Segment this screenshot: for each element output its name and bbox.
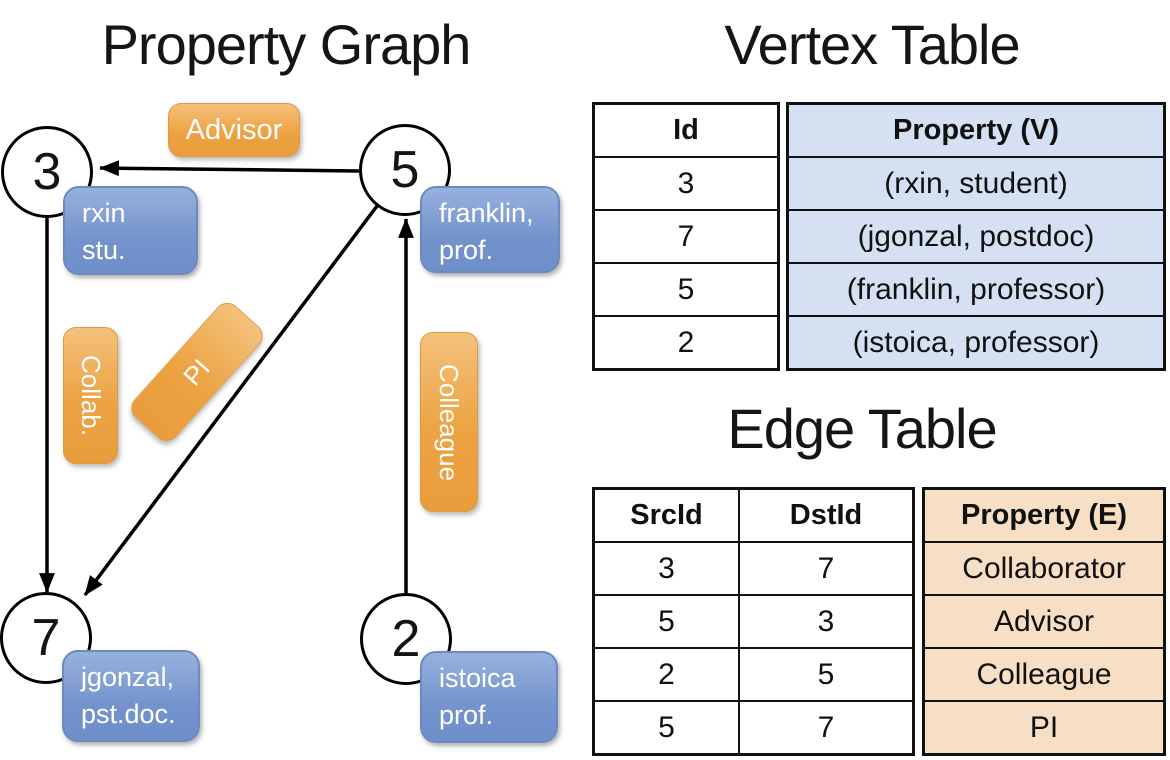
node-id: 7 [31,609,61,667]
table-cell: Colleague [925,647,1163,700]
property-graph-title: Property Graph [101,13,472,76]
edge-table-title: Edge Table [727,397,997,460]
graph-node-5: 5 [359,124,451,216]
column-header-dstid: DstId [789,499,863,531]
node-id: 5 [390,141,420,199]
edge-table-property-column: Property (E) Collaborator Advisor Collea… [922,487,1166,756]
vertex-property-line: jgonzal, [81,662,175,692]
column-header-property-v: Property (V) [893,114,1059,146]
vertex-table: Id 3 7 5 2 Property (V) (rxin, student) … [592,102,1166,371]
vertex-property-line: prof. [439,235,494,265]
table-cell: 2 [595,647,738,700]
edge-5-to-7-pi [83,204,379,597]
node-id: 3 [32,143,62,201]
edge-table: SrcId 3 5 2 5 DstId 7 3 5 7 Property (E)… [592,487,1166,756]
table-cell: 5 [595,262,777,315]
edge-label-text: Advisor [185,113,283,146]
vertex-table-title: Vertex Table [724,13,1020,76]
table-cell: 5 [595,700,738,753]
table-cell: 7 [595,209,777,262]
graph-edges-canvas [39,160,414,597]
table-cell: (jgonzal, postdoc) [789,209,1163,262]
table-cell: 7 [740,541,912,594]
table-cell: (rxin, student) [789,156,1163,209]
table-cell: (franklin, professor) [789,262,1163,315]
table-cell: 5 [740,647,912,700]
table-cell: Advisor [925,594,1163,647]
edge-label-text: Collab. [76,355,106,436]
vertex-property-box-5: franklin, prof. [420,186,560,273]
edge-label-colleague: Colleague [420,332,478,512]
table-cell: 7 [740,700,912,753]
graph-node-2: 2 [360,593,452,685]
column-header-id: Id [673,114,699,146]
vertex-property-box-3: rxin stu. [63,186,198,275]
vertex-table-property-column: Property (V) (rxin, student) (jgonzal, p… [786,102,1166,371]
edge-label-collab: Collab. [63,327,118,464]
column-header-property-e: Property (E) [961,499,1127,531]
table-cell: Collaborator [925,541,1163,594]
vertex-property-line: prof. [439,700,494,730]
vertex-property-box-2: istoica prof. [420,651,558,743]
vertex-property-line: rxin [82,198,126,228]
table-cell: 3 [595,156,777,209]
edge-table-id-columns: SrcId 3 5 2 5 DstId 7 3 5 7 [592,487,915,756]
edge-5-to-3-advisor [99,160,360,177]
table-cell: 3 [595,541,738,594]
table-cell: (istoica, professor) [789,315,1163,368]
table-cell: 2 [595,315,777,368]
edge-label-text: PI [177,352,216,391]
table-cell: 3 [740,594,912,647]
table-cell: 5 [595,594,738,647]
vertex-table-id-column: Id 3 7 5 2 [592,102,780,371]
vertex-property-line: istoica [439,663,516,693]
table-cell: PI [925,700,1163,753]
vertex-property-line: pst.doc. [81,699,176,729]
vertex-property-line: stu. [82,235,126,265]
node-id: 2 [391,610,421,668]
vertex-property-line: franklin, [439,198,534,228]
edge-label-text: Colleague [434,363,465,481]
edge-label-advisor: Advisor [168,103,300,157]
column-header-srcid: SrcId [630,499,703,531]
vertex-property-box-7: jgonzal, pst.doc. [62,650,200,742]
